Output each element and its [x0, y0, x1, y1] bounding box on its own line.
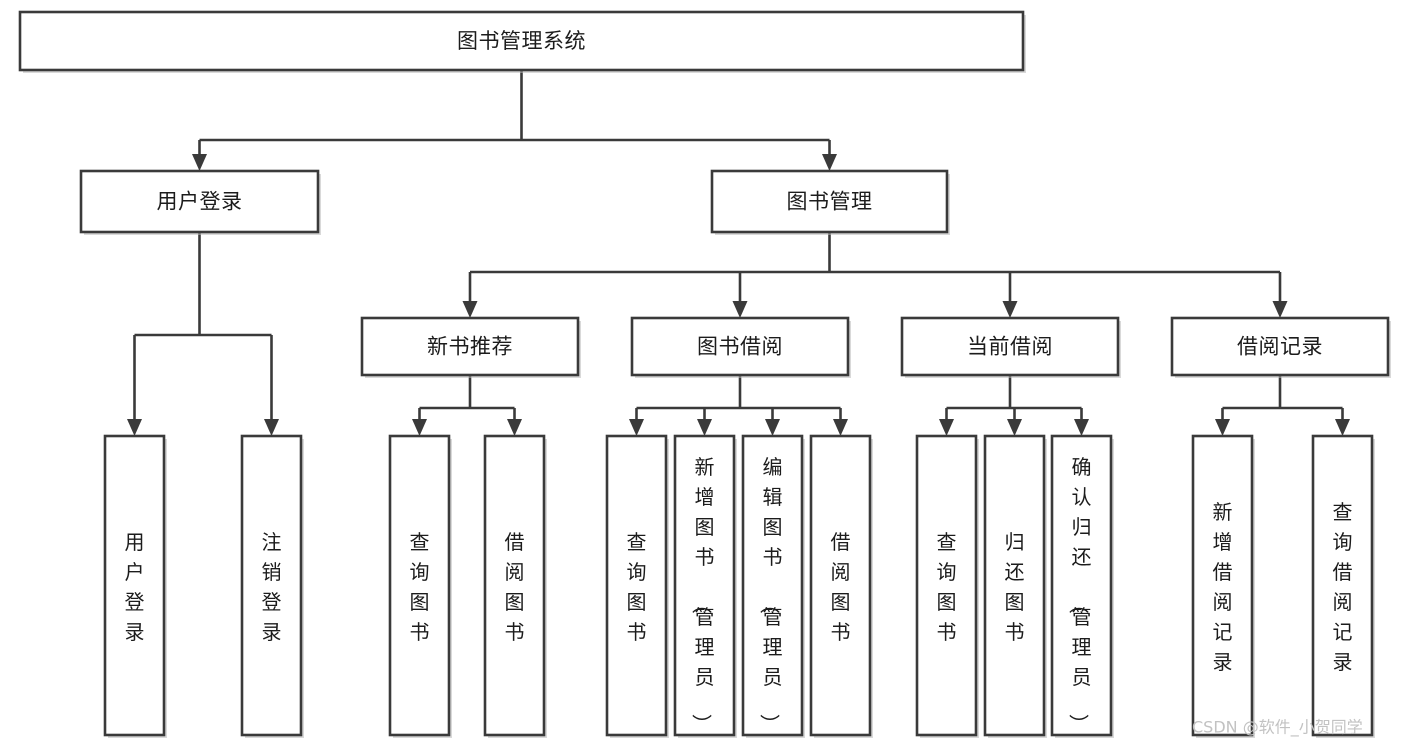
edge-group-current-borrow	[939, 375, 1089, 436]
node-rect[interactable]	[983, 434, 1046, 737]
node-leaf-add-book[interactable]: 新增图书（管理员）	[673, 434, 737, 738]
node-label: 当前借阅	[967, 335, 1053, 359]
node-rect[interactable]	[605, 434, 668, 737]
node-label: 归还图书	[1005, 530, 1025, 644]
edge-group-book-manage	[462, 232, 1288, 318]
node-rect[interactable]	[483, 434, 546, 737]
node-book-manage[interactable]: 图书管理	[710, 169, 950, 235]
node-rect[interactable]	[1170, 316, 1390, 377]
node-rect[interactable]	[79, 169, 320, 234]
node-label: 用户登录	[157, 190, 243, 214]
edge-group-new-book-recommend	[412, 375, 522, 436]
node-leaf-add-borrow-record[interactable]: 新增借阅记录	[1191, 434, 1255, 738]
node-user-login[interactable]: 用户登录	[79, 169, 321, 235]
node-rect[interactable]	[1191, 434, 1254, 737]
node-rect[interactable]	[240, 434, 303, 737]
node-leaf-user-logout[interactable]: 注销登录	[240, 434, 304, 738]
edges-layer	[127, 70, 1350, 436]
csdn-watermark: CSDN @软件_小贺同学	[1192, 718, 1363, 738]
node-leaf-confirm-return[interactable]: 确认归还（管理员）	[1050, 434, 1114, 738]
node-rect[interactable]	[915, 434, 978, 737]
node-label: 借阅图书	[505, 530, 525, 644]
node-label: 新增图书（管理员）	[690, 455, 715, 734]
node-leaf-return-book[interactable]: 归还图书	[983, 434, 1047, 738]
edge-group-user-login	[127, 232, 279, 436]
node-new-book-recommend[interactable]: 新书推荐	[360, 316, 581, 378]
node-rect[interactable]	[388, 434, 451, 737]
node-leaf-query-book-current[interactable]: 查询图书	[915, 434, 979, 738]
node-rect[interactable]	[630, 316, 850, 377]
node-label: 图书管理系统	[457, 29, 586, 53]
edge-group-borrow-record	[1215, 375, 1350, 436]
node-rect[interactable]	[1311, 434, 1374, 737]
node-label: 查询图书	[410, 530, 430, 644]
node-rect[interactable]	[741, 434, 804, 737]
node-label: 查询图书	[937, 530, 957, 644]
node-leaf-query-book-recommend[interactable]: 查询图书	[388, 434, 452, 738]
node-rect[interactable]	[103, 434, 166, 737]
node-label: 图书管理	[787, 190, 873, 214]
node-label: 新增借阅记录	[1213, 500, 1233, 674]
node-leaf-query-borrow-record[interactable]: 查询借阅记录	[1311, 434, 1375, 738]
node-leaf-borrow-book-recommend[interactable]: 借阅图书	[483, 434, 547, 738]
node-borrow-record[interactable]: 借阅记录	[1170, 316, 1391, 378]
node-label: 编辑图书（管理员）	[758, 455, 783, 734]
node-current-borrow[interactable]: 当前借阅	[900, 316, 1121, 378]
node-book-borrow[interactable]: 图书借阅	[630, 316, 851, 378]
node-leaf-query-book-borrow[interactable]: 查询图书	[605, 434, 669, 738]
node-leaf-borrow-book[interactable]: 借阅图书	[809, 434, 873, 738]
edge-group-book-borrow	[629, 375, 848, 436]
node-rect[interactable]	[710, 169, 949, 234]
node-label: 确认归还（管理员）	[1067, 455, 1092, 734]
node-rect[interactable]	[809, 434, 872, 737]
node-root[interactable]: 图书管理系统	[18, 10, 1026, 73]
edge-group-root	[192, 70, 837, 171]
node-label: 新书推荐	[427, 335, 513, 359]
node-label: 查询图书	[627, 530, 647, 644]
node-label: 用户登录	[125, 530, 145, 644]
node-rect[interactable]	[900, 316, 1120, 377]
node-rect[interactable]	[360, 316, 580, 377]
node-rect[interactable]	[673, 434, 736, 737]
node-label: 借阅记录	[1237, 335, 1323, 359]
node-label: 注销登录	[262, 530, 282, 644]
node-label: 借阅图书	[831, 530, 851, 644]
node-label: 查询借阅记录	[1333, 500, 1353, 674]
node-leaf-edit-book[interactable]: 编辑图书（管理员）	[741, 434, 805, 738]
node-rect[interactable]	[1050, 434, 1113, 737]
nodes-layer: 图书管理系统用户登录图书管理新书推荐图书借阅当前借阅借阅记录用户登录注销登录查询…	[18, 10, 1391, 738]
node-leaf-user-login[interactable]: 用户登录	[103, 434, 167, 738]
node-rect[interactable]	[18, 10, 1025, 72]
node-label: 图书借阅	[697, 335, 783, 359]
